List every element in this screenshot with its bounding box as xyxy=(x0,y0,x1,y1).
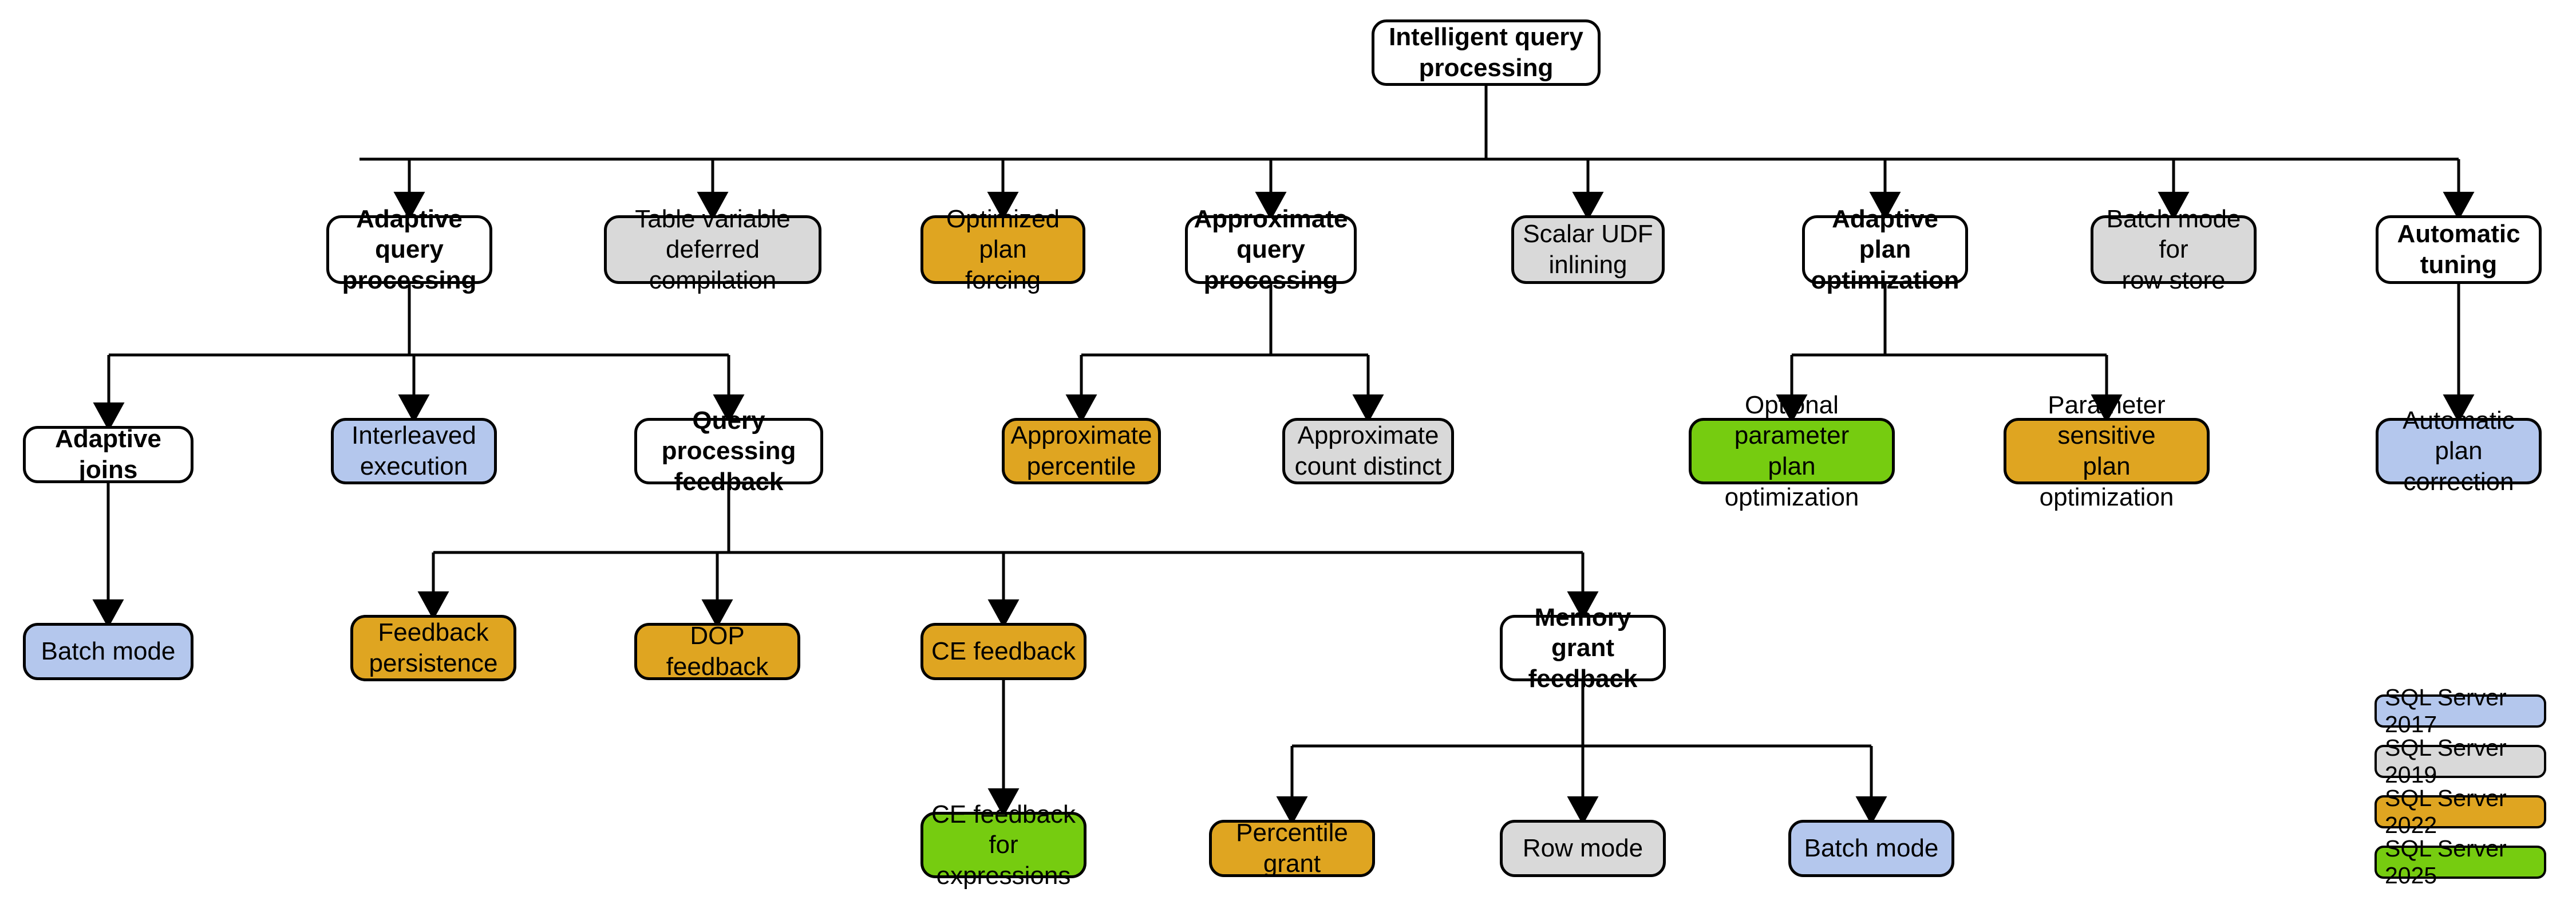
node-apo[interactable]: Adaptive plan optimization xyxy=(1802,205,1968,294)
legend-item-sql-server-2022: SQL Server 2022 xyxy=(2374,785,2546,838)
legend-item-sql-server-2019: SQL Server 2019 xyxy=(2374,735,2546,788)
node-dopf[interactable]: DOP feedback xyxy=(634,622,800,681)
node-oppo[interactable]: Optional parameter plan optimization xyxy=(1689,391,1895,511)
legend-item-sql-server-2025: SQL Server 2025 xyxy=(2374,835,2546,889)
edges-level-1 xyxy=(359,86,2475,220)
node-aj[interactable]: Adaptive joins xyxy=(23,425,193,484)
node-sudf[interactable]: Scalar UDF inlining xyxy=(1511,215,1665,284)
node-bm1[interactable]: Batch mode xyxy=(23,623,193,680)
edges-approximate xyxy=(1065,284,1384,423)
edges-memory-grant xyxy=(1276,681,1887,825)
node-ie[interactable]: Interleaved execution xyxy=(331,418,497,484)
node-ap[interactable]: Approximate percentile xyxy=(1002,418,1161,484)
node-tvdc[interactable]: Table variable deferred compilation xyxy=(604,205,821,294)
node-aqp[interactable]: Adaptive query processing xyxy=(326,205,492,294)
node-fp[interactable]: Feedback persistence xyxy=(350,615,516,681)
node-iqp[interactable]: Intelligent query processing xyxy=(1372,19,1601,86)
node-pg[interactable]: Percentile grant xyxy=(1209,819,1375,878)
node-bm2[interactable]: Batch mode xyxy=(1788,820,1954,877)
node-mgf[interactable]: Memory grant feedback xyxy=(1500,603,1666,693)
node-at[interactable]: Automatic tuning xyxy=(2376,215,2542,284)
node-apc[interactable]: Automatic plan correction xyxy=(2376,406,2542,496)
node-apqp[interactable]: Approximate query processing xyxy=(1185,205,1357,294)
edges-aqp xyxy=(93,284,745,431)
legend-item-sql-server-2017: SQL Server 2017 xyxy=(2374,684,2546,737)
node-cefe[interactable]: CE feedback for expressions xyxy=(920,800,1086,890)
node-bmrs[interactable]: Batch mode for row store xyxy=(2091,205,2257,294)
node-acd[interactable]: Approximate count distinct xyxy=(1282,418,1454,484)
node-cef[interactable]: CE feedback xyxy=(920,623,1086,680)
node-rm[interactable]: Row mode xyxy=(1500,820,1666,877)
edges-qpf xyxy=(417,484,1599,628)
node-pspo[interactable]: Parameter sensitive plan optimization xyxy=(2004,391,2210,511)
node-opf[interactable]: Optimized plan forcing xyxy=(920,205,1085,294)
node-qpf[interactable]: Query processing feedback xyxy=(634,406,823,496)
